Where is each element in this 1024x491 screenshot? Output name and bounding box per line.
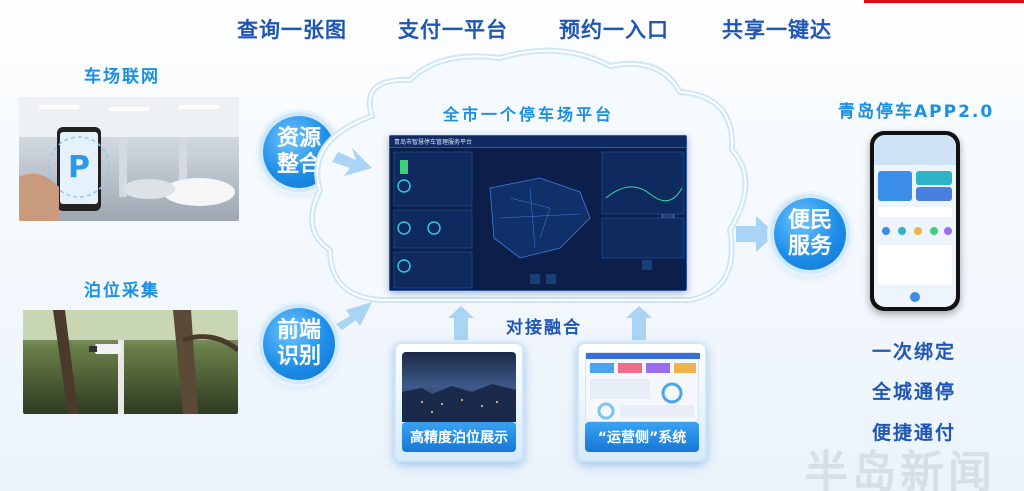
label-integration: 对接融合 xyxy=(506,318,582,338)
card-high-precision-berth: 高精度泊位展示 xyxy=(394,342,524,462)
camera-illustration xyxy=(23,310,238,414)
badge-resource-text-2: 整合 xyxy=(276,152,321,177)
feature-one-bind: 一次绑定 xyxy=(872,341,957,363)
garage-illustration: P xyxy=(19,97,239,221)
label-parking-network: 车场联网 xyxy=(84,67,160,87)
badge-resource-integration: 资源 整合 xyxy=(263,116,335,188)
label-app-title: 青岛停车APP2.0 xyxy=(838,102,995,122)
svg-text:P: P xyxy=(68,150,90,185)
badge-frontend-recognition: 前端 识别 xyxy=(263,308,335,380)
arrow-merge-right-icon xyxy=(626,306,652,340)
label-berth-collection: 泊位采集 xyxy=(84,281,160,301)
platform-dashboard: 青岛市智慧停车管理服务平台 xyxy=(389,135,687,291)
garage-photo: P xyxy=(19,97,239,221)
arrow-service-icon xyxy=(736,216,776,252)
badge-frontend-text-1: 前端 xyxy=(276,318,321,343)
arrow-frontend-icon xyxy=(336,302,372,330)
slogan-query: 查询一张图 xyxy=(237,18,347,42)
dashboard-header: 青岛市智慧停车管理服务平台 xyxy=(390,136,686,148)
watermark-logo: 半岛新闻 xyxy=(804,447,996,491)
feature-easy-payment: 便捷通付 xyxy=(872,422,957,444)
slogan-payment: 支付一平台 xyxy=(398,18,508,42)
slogan-booking: 预约一入口 xyxy=(559,18,669,42)
card-operations-system: “运营侧”系统 xyxy=(577,342,707,462)
arrow-merge-left-icon xyxy=(448,306,474,340)
arrow-resource-icon xyxy=(332,148,372,176)
camera-trees-photo xyxy=(23,310,238,414)
cloud-title: 全市一个停车场平台 xyxy=(443,105,615,124)
badge-resource-text-1: 资源 xyxy=(276,126,321,151)
card-label-berth: 高精度泊位展示 xyxy=(402,422,516,452)
slogan-sharing: 共享一键达 xyxy=(722,18,832,42)
city-night-image xyxy=(402,352,516,422)
badge-service-text-1: 便民 xyxy=(787,208,832,233)
badge-convenience-service: 便民 服务 xyxy=(774,198,846,270)
badge-service-text-2: 服务 xyxy=(787,234,832,259)
operations-screenshot xyxy=(585,352,700,422)
corner-accent-bar xyxy=(864,0,1024,3)
dashboard-title: 青岛市智慧停车管理服务平台 xyxy=(394,139,473,146)
app-phone-screen xyxy=(874,135,956,307)
app-phone-mockup xyxy=(870,131,960,311)
feature-city-parking: 全城通停 xyxy=(872,381,957,403)
card-label-operations: “运营侧”系统 xyxy=(585,422,699,452)
badge-frontend-text-2: 识别 xyxy=(276,344,321,369)
dashboard-body xyxy=(393,151,685,289)
